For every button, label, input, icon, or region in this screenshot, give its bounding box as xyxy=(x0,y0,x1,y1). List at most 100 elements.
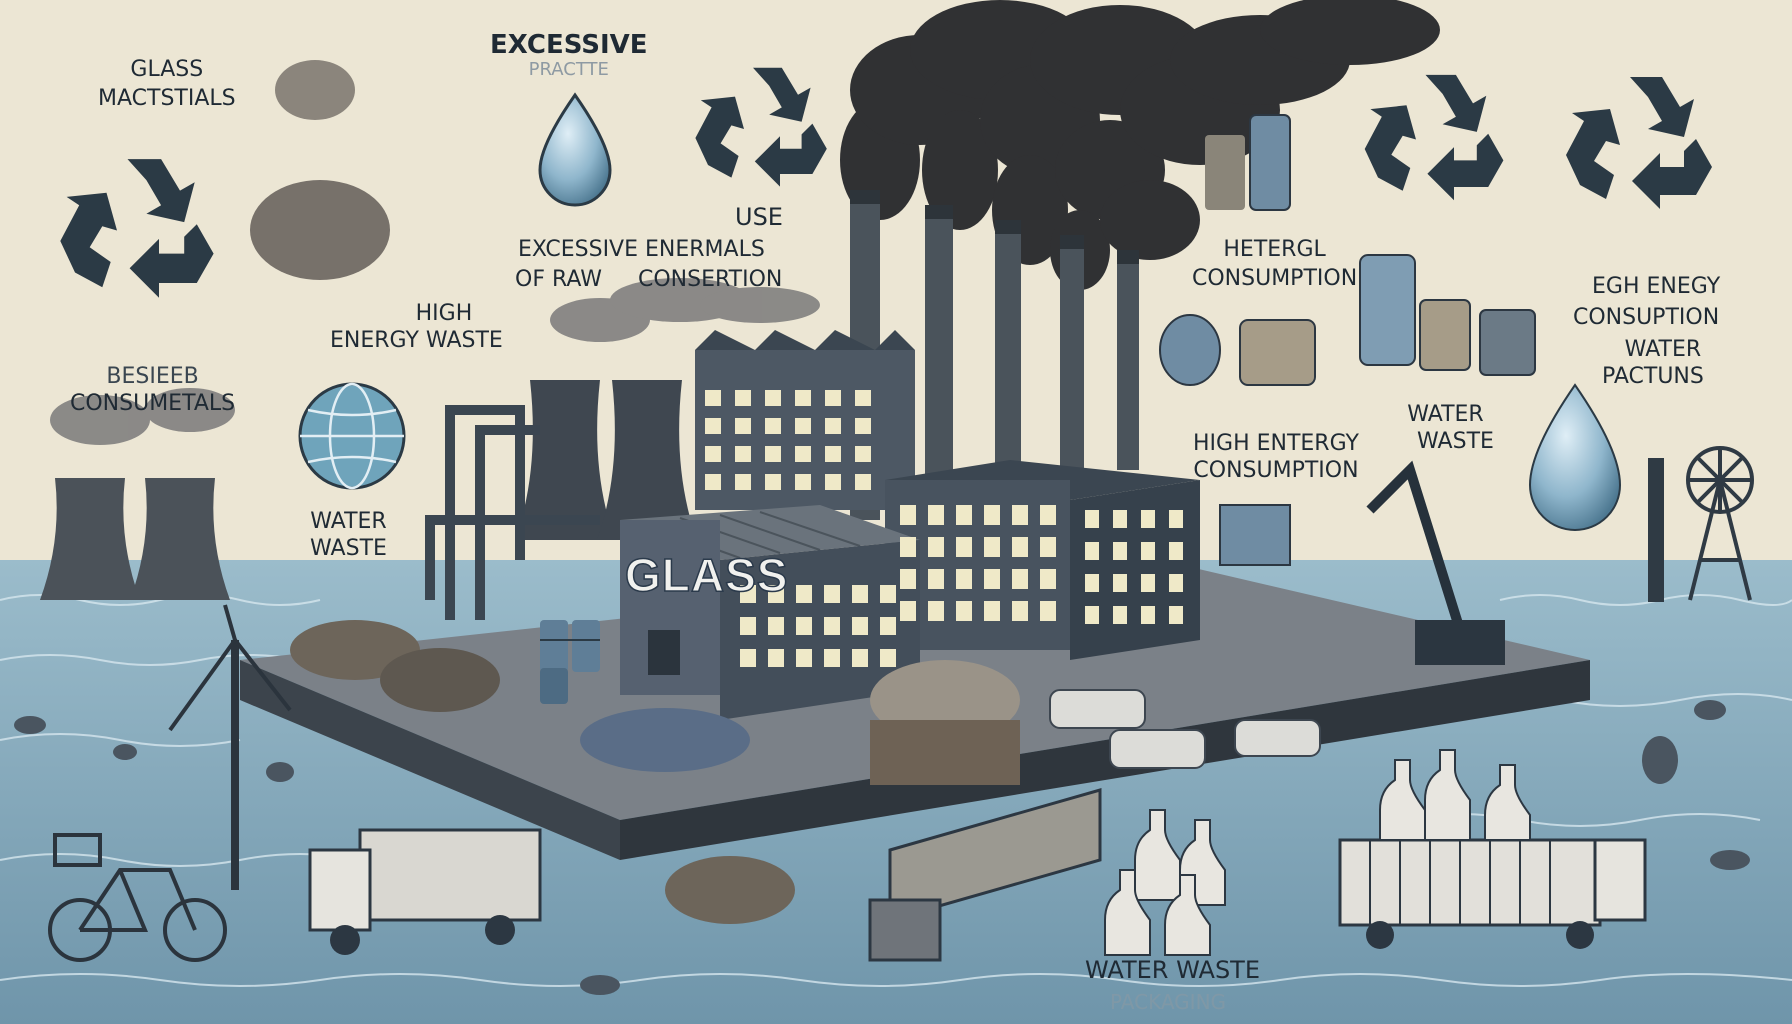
excavator-body xyxy=(1415,620,1505,665)
consumetals-label-line1: BESIEEB xyxy=(106,364,199,389)
window xyxy=(928,505,944,525)
factory-sign: GLASS xyxy=(624,548,789,602)
water-drop-icon xyxy=(1528,383,1622,531)
window xyxy=(768,617,784,635)
window xyxy=(880,585,896,603)
window xyxy=(768,649,784,667)
water-waste-mid-label-line2: WASTE xyxy=(1417,429,1494,455)
window xyxy=(795,474,811,490)
truck-left xyxy=(308,828,542,955)
window xyxy=(705,446,721,462)
window xyxy=(825,446,841,462)
excessive-energy-label-line2: OF RAW xyxy=(515,267,602,292)
window xyxy=(956,537,972,557)
window xyxy=(1169,542,1183,560)
window xyxy=(956,505,972,525)
window xyxy=(795,390,811,406)
barrels xyxy=(540,620,600,704)
truck-right xyxy=(1338,838,1647,949)
high-energy-waste-label-line1: HIGH xyxy=(415,301,473,326)
window xyxy=(984,537,1000,557)
high-entergy-consumption-label-line2: CONSUMPTION xyxy=(1193,458,1359,484)
window xyxy=(928,601,944,621)
globe-icon xyxy=(298,382,406,490)
water-waste-mid-label-line1: WATER xyxy=(1407,402,1484,427)
window xyxy=(855,474,871,490)
cooling-towers-platform xyxy=(515,380,697,540)
window xyxy=(956,601,972,621)
window xyxy=(1141,510,1155,528)
excessive-energy-label-line1: EXCESSIVE ENERMALS xyxy=(518,237,765,262)
window xyxy=(705,390,721,406)
window xyxy=(1169,510,1183,528)
water-tower-right xyxy=(1648,446,1754,602)
window xyxy=(765,474,781,490)
window xyxy=(768,585,784,603)
window xyxy=(1113,606,1127,624)
packaging-faint-label: PACKAGING xyxy=(1110,990,1227,1014)
window xyxy=(1012,537,1028,557)
excavator xyxy=(1366,460,1465,632)
rubble-piles xyxy=(250,60,1020,924)
window xyxy=(900,569,916,589)
window xyxy=(795,446,811,462)
high-energy-waste-label-line2: ENERGY WASTE xyxy=(330,328,503,354)
window xyxy=(765,446,781,462)
window xyxy=(855,418,871,434)
cooling-towers-left xyxy=(40,478,230,600)
excessive-energy-label-line3: CONSERTION xyxy=(638,267,783,292)
window xyxy=(825,390,841,406)
window xyxy=(796,585,812,603)
glass-materials-label-line2: MACTSTIALS xyxy=(98,86,236,112)
window xyxy=(1141,542,1155,560)
egh-energy-label-line2: CONSUPTION xyxy=(1572,305,1720,331)
heterg-consumption-label-line2: CONSUMPTION xyxy=(1192,266,1358,292)
window xyxy=(956,569,972,589)
window xyxy=(795,418,811,434)
window xyxy=(852,617,868,635)
egh-energy-label-line1: EGH ENEGY xyxy=(1592,274,1721,299)
window xyxy=(1113,574,1127,592)
glass-materials-label-line1: GLASS xyxy=(130,57,204,82)
excessive-practice-label-line2: PRACTTE xyxy=(528,59,609,81)
window xyxy=(796,617,812,635)
factory-windows xyxy=(705,390,1183,667)
window xyxy=(735,474,751,490)
window xyxy=(740,585,756,603)
window xyxy=(984,569,1000,589)
window xyxy=(984,505,1000,525)
window xyxy=(880,617,896,635)
milk-bottles xyxy=(1104,749,1531,956)
window xyxy=(1169,606,1183,624)
window xyxy=(1012,601,1028,621)
window xyxy=(852,585,868,603)
excessive-practice-label-line1: EXCESSIVE xyxy=(490,30,648,60)
floating-debris xyxy=(14,700,1750,995)
window xyxy=(735,446,751,462)
window xyxy=(1012,505,1028,525)
window xyxy=(765,418,781,434)
heterg-consumption-label-line1: HETERGL xyxy=(1223,237,1326,262)
window xyxy=(824,649,840,667)
factory-pipes xyxy=(425,405,600,620)
water-drop-icon xyxy=(538,92,612,207)
use-label: USE xyxy=(735,203,783,231)
window xyxy=(852,649,868,667)
high-entergy-consumption-label-line1: HIGH ENTERGY xyxy=(1193,431,1359,456)
truck-middle xyxy=(868,788,1102,962)
water-waste-bottom-label: WATER WASTE xyxy=(1085,956,1260,984)
water-waste-left-label-line2: WASTE xyxy=(310,536,387,562)
window xyxy=(740,617,756,635)
window xyxy=(855,446,871,462)
window xyxy=(880,649,896,667)
window xyxy=(1085,510,1099,528)
window xyxy=(984,601,1000,621)
window xyxy=(825,418,841,434)
window xyxy=(824,585,840,603)
window xyxy=(1085,574,1099,592)
water-pactuns-label-line2: PACTUNS xyxy=(1602,364,1704,390)
window xyxy=(705,474,721,490)
window xyxy=(824,617,840,635)
window xyxy=(1085,542,1099,560)
equipment-piles xyxy=(1159,114,1536,566)
